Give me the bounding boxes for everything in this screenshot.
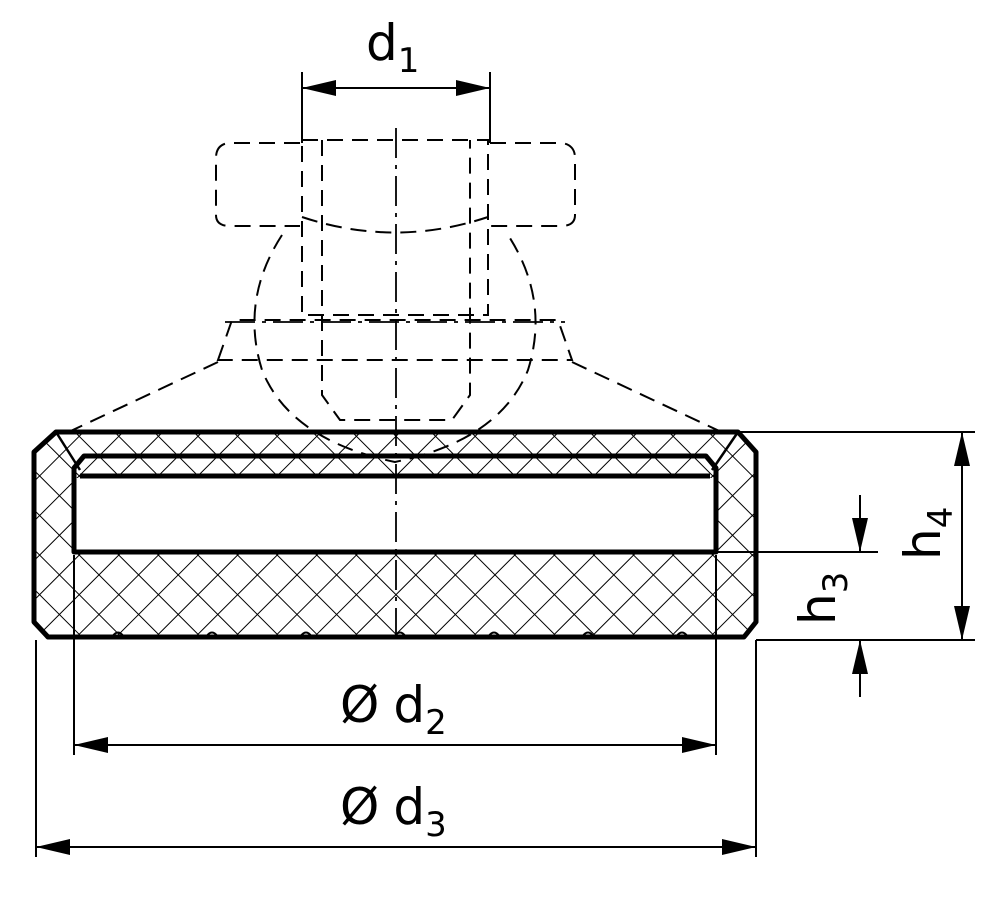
dimension-h4: h4: [740, 431, 975, 640]
d2-arrow-left: [74, 737, 108, 753]
socket-taper-left: [59, 361, 219, 437]
inner-chamfer-left: [54, 431, 82, 471]
h3-arrow-top: [852, 518, 868, 552]
pad-outline: [31, 429, 759, 640]
stud-inner-bore: [321, 140, 471, 421]
d3-arrow-right: [722, 839, 756, 855]
socket-flange: [216, 319, 574, 361]
d1-label: d1: [366, 14, 419, 81]
d2-arrow-right: [682, 737, 716, 753]
stud-hex-head: [215, 142, 576, 227]
ball-sphere: [253, 234, 537, 464]
stud-neck-curve: [301, 216, 489, 234]
d1-arrow-left: [302, 80, 336, 96]
d1-arrow-right: [456, 80, 490, 96]
h4-arrow-top: [954, 432, 970, 466]
h4-arrow-bottom: [954, 606, 970, 640]
bottom-grooves: [111, 631, 689, 638]
dimension-d1: d1: [301, 14, 491, 143]
h3-arrow-bottom: [852, 640, 868, 674]
socket-taper-right: [571, 361, 731, 437]
d3-arrow-left: [36, 839, 70, 855]
stud-shank: [301, 139, 489, 316]
pad-recess: [71, 453, 719, 555]
inner-chamfer-right: [710, 431, 740, 471]
h4-label: h4: [894, 507, 961, 560]
h3-label: h3: [789, 572, 856, 625]
dimension-h3: h3: [718, 495, 975, 697]
ball-stud-ghost: [59, 139, 731, 464]
